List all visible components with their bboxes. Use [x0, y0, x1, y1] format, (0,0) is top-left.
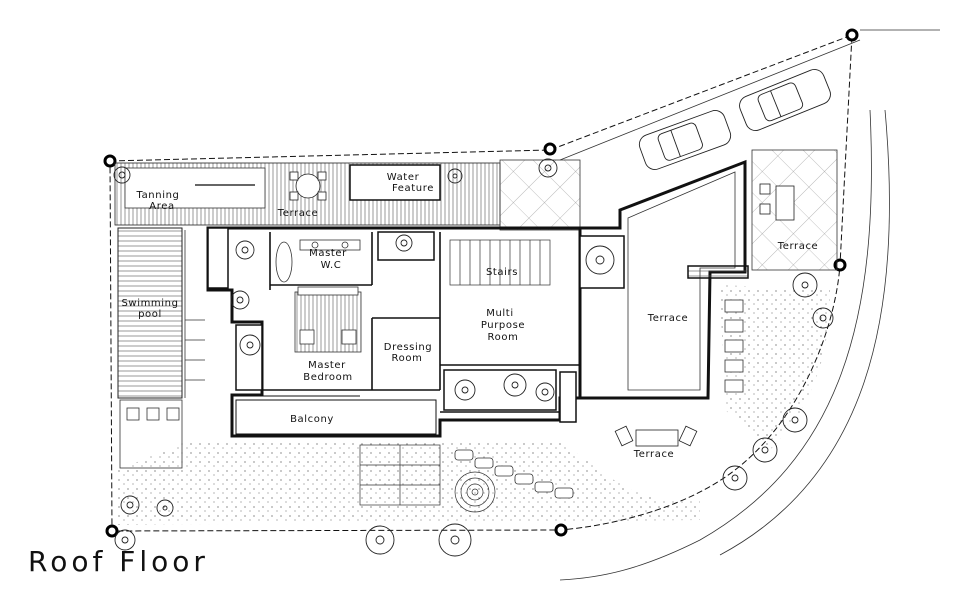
label-master-bedroom: Master: [308, 360, 346, 371]
label-multi-purpose-2: Purpose: [481, 320, 525, 331]
label-water-feature-2: Feature: [392, 183, 434, 194]
gravel-right: [720, 285, 830, 450]
internal-walls: [262, 232, 580, 413]
survey-markers: [103, 28, 859, 538]
balcony-slab: [235, 399, 437, 435]
room-labels: Tanning Area Terrace Water Feature Maste…: [121, 172, 819, 460]
label-tanning-area-2: Area: [149, 201, 174, 212]
stairs-treads: [449, 239, 551, 286]
label-terrace-top: Terrace: [277, 208, 319, 219]
pool-edge: [184, 230, 205, 398]
stepping-stones: [454, 299, 744, 499]
right-planter: [687, 265, 749, 279]
label-master-wc-2: W.C: [321, 260, 342, 271]
label-master-bedroom-2: Bedroom: [303, 372, 352, 383]
label-terrace-center: Terrace: [647, 313, 689, 324]
label-master-wc: Master: [309, 248, 347, 259]
label-swimming-pool-2: pool: [138, 309, 162, 320]
lower-steps: [359, 444, 441, 506]
right-terrace-building: [580, 159, 747, 400]
plan-title: Roof Floor: [28, 545, 209, 578]
label-stairs: Stairs: [486, 267, 518, 278]
label-multi-purpose: Multi: [486, 308, 513, 319]
label-balcony: Balcony: [290, 414, 334, 425]
label-swimming-pool: Swimming: [121, 298, 178, 309]
label-multi-purpose-3: Room: [488, 332, 519, 343]
master-bed: [294, 286, 362, 353]
label-water-feature: Water: [387, 172, 420, 183]
site-boundary: [109, 34, 853, 532]
spiral-feature: [454, 471, 496, 513]
tiled-area: [499, 159, 581, 231]
label-terrace-right: Terrace: [777, 241, 819, 252]
label-dressing-room: Dressing: [384, 342, 432, 353]
planters: [207, 164, 625, 423]
label-dressing-room-2: Room: [392, 353, 423, 364]
parked-cars: [638, 69, 831, 170]
label-terrace-bottom: Terrace: [633, 449, 675, 460]
label-tanning-area: Tanning: [136, 190, 180, 201]
gravel-bottom: [118, 440, 700, 525]
tanning-pad: [124, 167, 266, 209]
foliage: [113, 158, 834, 557]
terrace-furniture: [289, 171, 795, 447]
street-edge: [559, 29, 940, 581]
bath-fixtures: [275, 239, 361, 283]
swimming-pool: [117, 227, 183, 399]
